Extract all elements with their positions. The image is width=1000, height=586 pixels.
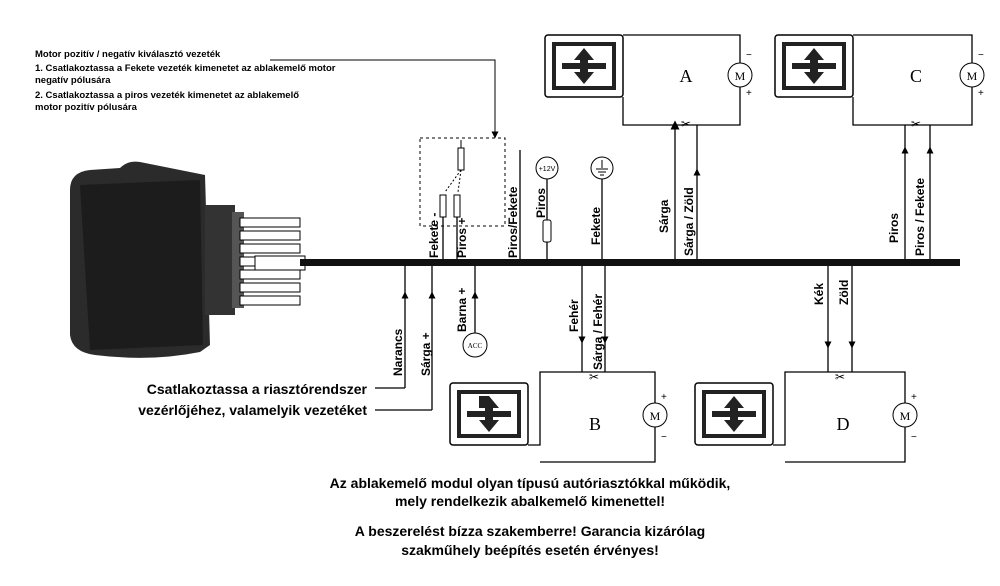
wire-label-sarga-feher: Sárga / Fehér — [591, 294, 605, 370]
motor-icon — [892, 402, 918, 428]
wire-label-narancs: Narancs — [391, 328, 405, 376]
motor-minus: − — [746, 50, 752, 61]
wire-label-feher: Fehér — [567, 299, 581, 332]
motor-plus: + — [661, 392, 667, 403]
note-line1b: negatív pólusára — [35, 75, 111, 86]
fuse-icon — [542, 219, 552, 243]
module-a: A M − + ✂ — [544, 34, 753, 131]
scissors-icon: ✂ — [835, 370, 845, 384]
control-module — [70, 161, 306, 358]
motor-plus: + — [978, 88, 984, 99]
footer-line1: Az ablakemelő modul olyan típusú autória… — [330, 475, 731, 491]
module-d: D M + − ✂ — [694, 370, 918, 463]
motor-icon — [727, 62, 753, 88]
module-b-label: B — [589, 414, 601, 434]
acc-label: ACC — [468, 342, 483, 350]
selector-box — [419, 137, 506, 227]
note-line2b: motor pozitív pólusára — [35, 102, 138, 113]
wire-label-piros-fekete: Piros/Fekete — [506, 186, 520, 258]
motor-label: M — [967, 69, 978, 83]
footer-line3: A beszerelést bízza szakemberre! Garanci… — [355, 523, 705, 539]
wire-label-sarga-plus: Sárga + — [419, 332, 433, 376]
motor-label: M — [900, 409, 911, 423]
wire-label-sarga: Sárga — [657, 199, 671, 233]
note-title: Motor pozitív / negatív kiválasztó vezet… — [35, 49, 221, 60]
wire-label-kek: Kék — [812, 283, 826, 305]
connect-line1: Csatlakoztassa a riasztórendszer — [147, 381, 368, 397]
wire-label-piros: Piros — [534, 188, 548, 218]
module-a-label: A — [680, 66, 693, 86]
v12-label: +12V — [539, 166, 556, 173]
wire-label-barna-plus: Barna + — [455, 288, 469, 332]
module-b: B M + − ✂ — [449, 370, 668, 463]
connect-line2: vezérlőjéhez, valamelyik vezetéket — [138, 402, 367, 418]
motor-minus: − — [911, 432, 917, 443]
wire-label-piros-plus: Piros + — [455, 218, 469, 258]
motor-icon — [642, 402, 668, 428]
main-harness — [300, 259, 960, 266]
note-line1: 1. Csatlakoztassa a Fekete vezeték kimen… — [35, 63, 336, 74]
scissors-icon: ✂ — [589, 370, 599, 384]
motor-plus: + — [911, 392, 917, 403]
wire-label-sarga-zold: Sárga / Zöld — [682, 187, 696, 256]
wire-label-zold: Zöld — [837, 280, 851, 305]
module-d-label: D — [837, 414, 850, 434]
selector-note: Motor pozitív / negatív kiválasztó vezet… — [35, 49, 336, 113]
wire-label-piros-fekete-c: Piros / Fekete — [913, 178, 927, 256]
module-c-label: C — [910, 66, 922, 86]
note-line2: 2. Csatlakoztassa a piros vezeték kimene… — [35, 90, 299, 101]
footer-line4: szakműhely beépítés esetén érvényes! — [401, 542, 659, 558]
scissors-icon: ✂ — [911, 117, 921, 131]
motor-plus: + — [746, 88, 752, 99]
wire-label-fekete-minus: Fekete - — [427, 213, 441, 258]
module-c: C M − + ✂ — [774, 34, 985, 131]
footer-line2: mely rendelkezik abalkemelő kimenettel! — [395, 493, 665, 509]
acc-symbol — [462, 332, 488, 358]
selector-plug — [439, 147, 465, 218]
motor-label: M — [650, 409, 661, 423]
motor-label: M — [735, 69, 746, 83]
wire-label-fekete: Fekete — [589, 207, 603, 245]
motor-minus: − — [978, 50, 984, 61]
motor-minus: − — [661, 432, 667, 443]
wire-label-piros-c: Piros — [887, 213, 901, 243]
motor-icon — [959, 62, 985, 88]
note-leader — [270, 59, 499, 139]
scissors-icon: ✂ — [681, 117, 691, 131]
